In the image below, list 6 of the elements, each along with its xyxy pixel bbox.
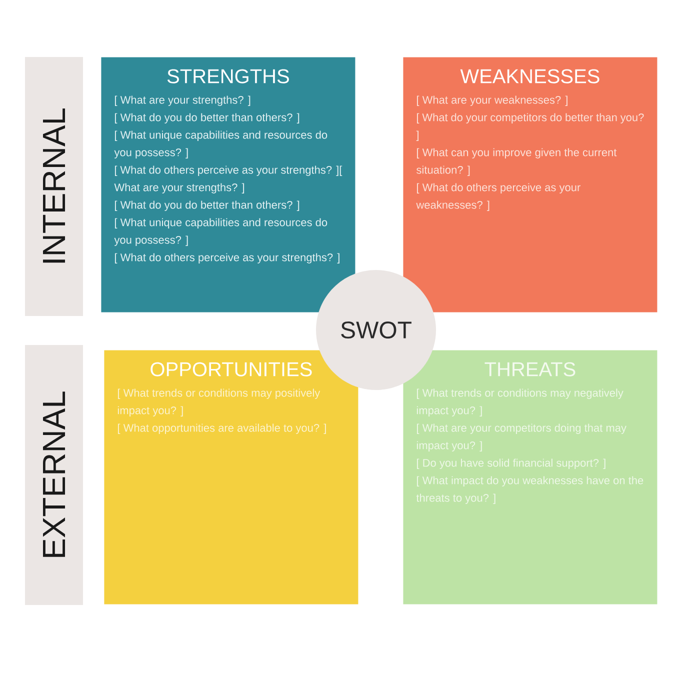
quadrant-box: WEAKNESSES [ What are your weaknesses? ] [ What do your competitors do better than you? ] [ What can you improve given the current situation? ] [ What do others perceive as your weaknesses? ] [403, 57, 658, 312]
side-label-band: EXTERNAL [25, 345, 83, 605]
quadrant-box: THREATS [ What trends or conditions may negatively impact you? ] [ What are your competitors doing that may impact you? ] [ Do you have solid financial support? ] [ What impact do you weaknesses have on the threats to you? ] [403, 350, 658, 604]
side-label-band: INTERNAL [25, 57, 83, 316]
quadrant-box: STRENGTHS [ What are your strengths? ] [ What do you do better than others? ] [ What unique capabilities and resources do you possess? ] [ What do others perceive as your strengths? ][ What are your strengths? ] [ What do you do better than others? ] [ What unique capabilities and resources do you possess? ] [ What do others perceive as your strengths? ] [101, 57, 356, 312]
quadrant-box: OPPORTUNITIES [ What trends or conditions may positively impact you? ] [ What opportunities are available to you? ] [104, 350, 358, 604]
